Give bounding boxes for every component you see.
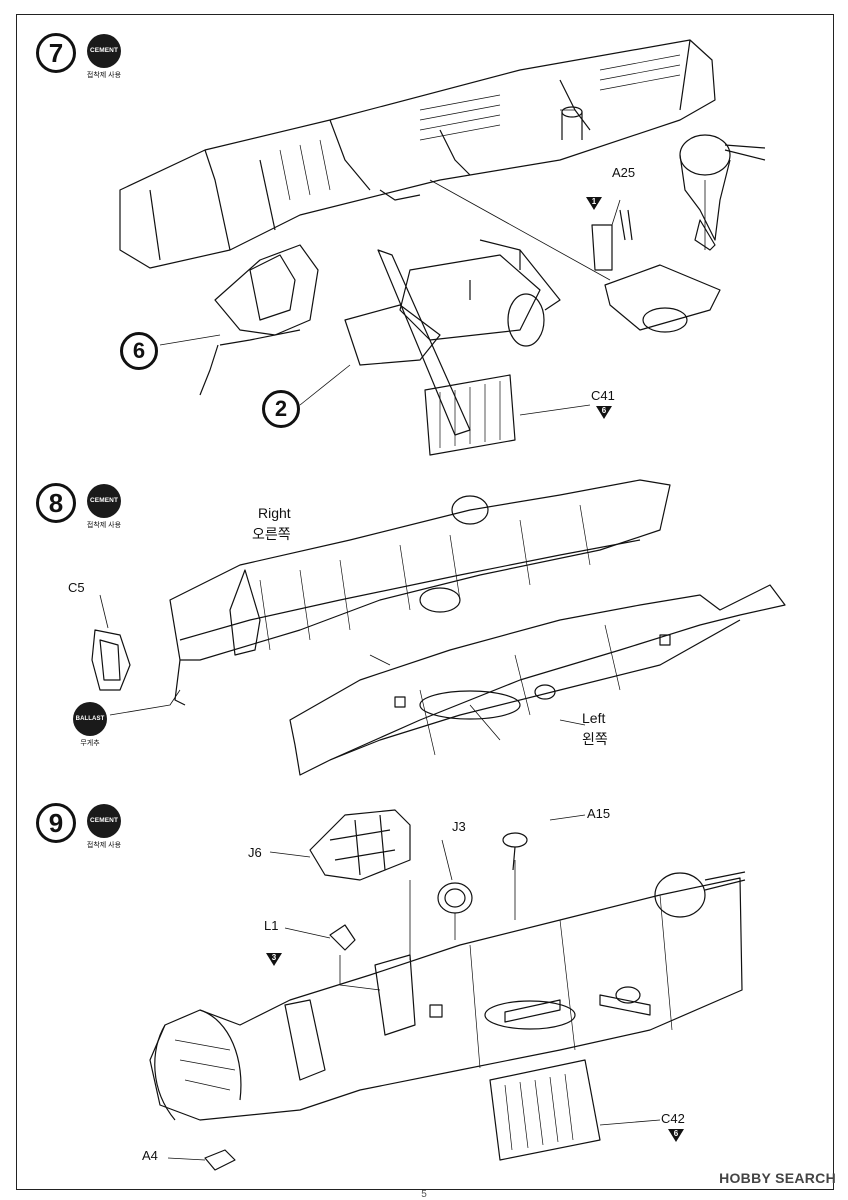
cement-badge: CEMENT: [87, 804, 121, 838]
triangle-marker-number: 1: [591, 197, 597, 206]
watermark: HOBBY SEARCH: [719, 1170, 836, 1186]
ballast-badge: BALLAST: [73, 702, 107, 736]
step-8-number: 8: [36, 483, 76, 523]
step8-right-half: [169, 479, 671, 706]
left-label-en: Left: [582, 710, 606, 726]
step9-l1-part: [329, 924, 356, 951]
step7-upper-turret: [679, 134, 766, 251]
step7-fuselage-half: [119, 39, 716, 269]
part-label-c42: C42: [661, 1111, 685, 1126]
substep-6-circle: 6: [120, 332, 158, 370]
step9-bomb-door: [489, 994, 651, 1161]
step9-canopy-j6: [309, 809, 411, 881]
triangle-marker: [586, 197, 602, 210]
triangle-marker-number: 6: [601, 406, 607, 415]
triangle-marker: [596, 406, 612, 419]
step8-left-half: [289, 584, 786, 776]
step-7-number: 7: [36, 33, 76, 73]
ballast-badge-label: 무게추: [80, 740, 100, 747]
step8-c5-bulkhead: [91, 629, 131, 691]
cement-badge-label: 접착제 사용: [86, 842, 122, 849]
part-label-l1: L1: [264, 918, 279, 933]
cement-badge: CEMENT: [87, 34, 121, 68]
step7-cockpit-seat: [199, 244, 319, 396]
cement-badge-label: 접착제 사용: [86, 72, 122, 79]
substep-2-circle: 2: [262, 390, 300, 428]
step7-bomb-bay: [344, 239, 561, 456]
right-label-en: Right: [258, 505, 291, 521]
part-label-a25: A25: [612, 165, 636, 180]
step9-a4-part: [204, 1149, 236, 1171]
page-frame: [16, 14, 834, 1190]
step7-turret-ring: [591, 209, 721, 333]
part-label-j6: J6: [248, 845, 262, 860]
step9-j3-dome: [437, 882, 473, 914]
triangle-marker: [266, 953, 282, 966]
left-label-ko: 왼쪽: [582, 731, 608, 747]
triangle-marker-number: 6: [673, 1129, 679, 1138]
part-label-a4: A4: [142, 1148, 158, 1163]
step9-a15-antenna: [502, 832, 528, 871]
part-label-j3: J3: [452, 819, 466, 834]
part-label-a15: A15: [587, 806, 611, 821]
page-number: 5: [421, 1189, 427, 1200]
step9-fuselage: [149, 871, 746, 1121]
step-9-number: 9: [36, 803, 76, 843]
right-label-ko: 오른쪽: [252, 526, 291, 542]
triangle-marker: [668, 1129, 684, 1142]
cement-badge: CEMENT: [87, 484, 121, 518]
part-label-c41: C41: [591, 388, 615, 403]
cement-badge-label: 접착제 사용: [86, 522, 122, 529]
part-label-c5: C5: [68, 580, 85, 595]
triangle-marker-number: 3: [271, 953, 277, 962]
